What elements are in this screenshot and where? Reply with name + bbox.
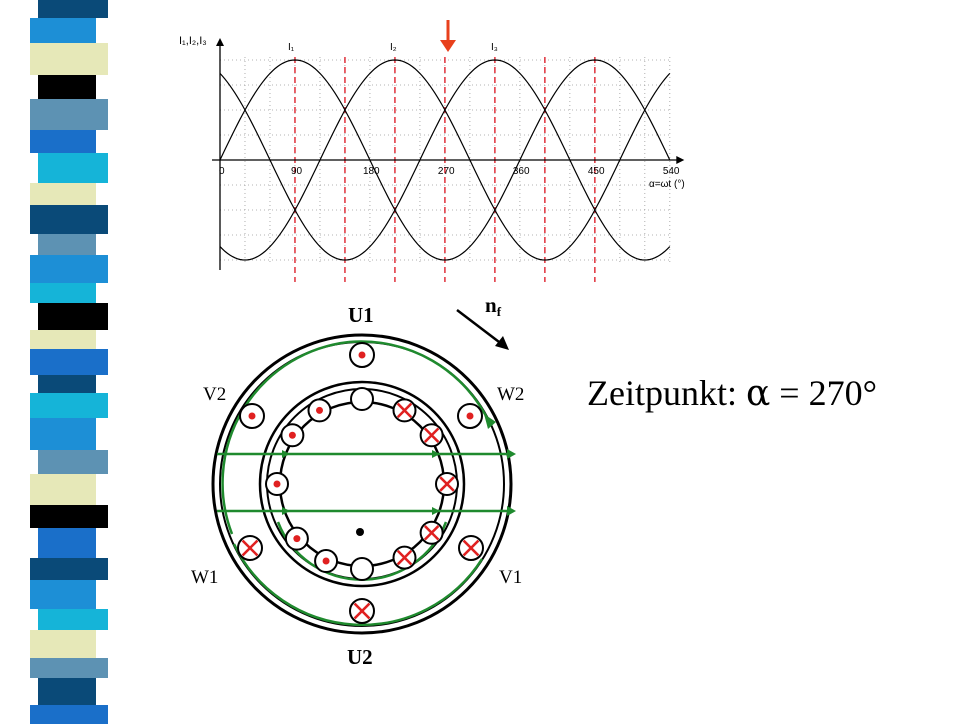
caption-prefix: Zeitpunkt: [587,373,746,413]
current-label-i1: I₁ [288,42,295,53]
x-tick-label: 360 [513,166,530,177]
rotor-conductor [307,398,332,423]
winding-label-v1: V1 [499,567,522,588]
three-phase-current-chart: 0 90 180 270 360 450 540 I₁,I₂,I₃ α=ωt (°) I₁ … [179,20,685,282]
field-arc-bottom [232,543,484,627]
stripe-block [30,18,96,43]
stator-conductor-w1 [237,535,263,561]
stripe-block [30,630,96,658]
rotating-field-motor-diagram: nf U1 U2 V2 W2 W1 V1 [191,293,524,669]
winding-label-u1: U1 [348,303,374,327]
rotor-conductor [392,398,417,423]
stripe-block [30,558,108,580]
rotor-conductor [350,387,374,411]
slide-decoration-stripe [30,0,108,724]
stator-conductor-w2 [457,403,483,429]
x-tick-label: 90 [291,166,303,177]
rotor-center-dot [356,528,364,536]
current-label-i3: I₃ [491,42,498,53]
chart-labels: I₁,I₂,I₃ α=ωt (°) I₁ I₂ I₃ [179,35,685,190]
current-curve-i1 [219,59,671,261]
field-arrowhead [282,507,290,515]
rotor-conductor [265,472,289,496]
field-arc-top-right [348,340,492,425]
stripe-block [30,505,108,528]
current-curve-i3 [219,59,671,261]
x-tick-label: 0 [219,166,225,177]
stripe-block [38,609,108,630]
rotor-conductor [284,526,309,551]
stripe-block [38,375,96,393]
stripe-block [30,393,108,418]
stator-conductor-u1 [349,342,375,368]
x-tick-label: 540 [663,166,680,177]
stripe-block [30,349,108,375]
time-marker-lines [294,57,596,282]
stripe-block [30,474,96,505]
stripe-block [38,303,108,330]
stripe-block [30,99,108,130]
field-arrowhead [484,414,496,429]
x-tick-label: 450 [588,166,605,177]
rotor-conductor [435,472,459,496]
winding-label-v2: V2 [203,384,226,405]
stator-outer-ring [211,333,513,635]
rotation-direction-arrow [456,309,509,350]
current-label-i2: I₂ [390,42,397,53]
caption-suffix: = 270° [770,373,877,413]
field-arrowhead [432,507,440,515]
rotor-conductor [350,557,374,581]
stripe-block [38,678,96,705]
field-arrowhead [507,449,516,459]
stripe-block [30,255,108,283]
x-axis-arrowhead [676,156,685,164]
alpha-symbol: α [745,373,771,414]
winding-label-u2: U2 [347,645,373,669]
y-axis-arrowhead [216,38,224,46]
chart-axes [212,38,685,270]
x-axis-label: α=ωt (°) [649,179,685,190]
stripe-block [30,418,96,450]
conductor-slots [237,342,484,624]
stripe-block [30,580,96,609]
rotor-conductor [314,549,339,574]
field-arrowhead [282,450,290,458]
stripe-block [30,705,108,724]
rotor-conductor [419,520,444,545]
stripe-block [30,130,96,153]
stripe-block [30,658,108,678]
speed-label: nf [485,293,502,319]
stripe-block [30,283,96,303]
rotor-outer-ring [258,380,466,588]
stripe-block [30,205,108,234]
stripe-block [38,153,108,183]
y-axis-label: I₁,I₂,I₃ [179,35,207,47]
stripe-block [38,234,96,255]
winding-label-w1: W1 [191,567,218,588]
time-marker-arrow [440,20,456,52]
stator-conductor-v2 [239,403,265,429]
rotor-conductor [392,545,417,570]
stator-conductor-v1 [458,535,484,561]
stripe-block [30,330,96,349]
stripe-block [38,75,96,99]
stripe-block [38,0,108,18]
rotor-conductor [280,423,305,448]
field-arrowhead [432,450,440,458]
stripe-block [38,528,96,558]
stator-conductor-u2 [349,598,375,624]
current-curves [219,59,671,261]
x-tick-label: 180 [363,166,380,177]
time-point-caption: Zeitpunkt: α = 270° [587,372,877,414]
field-arrowhead [507,506,516,516]
stripe-block [30,43,108,75]
stripe-block [30,183,96,205]
stripe-block [38,450,108,474]
x-tick-label: 270 [438,166,455,177]
rotor-conductor [419,423,444,448]
x-tick-labels: 0 90 180 270 360 450 540 [219,166,680,177]
winding-label-w2: W2 [497,384,524,405]
